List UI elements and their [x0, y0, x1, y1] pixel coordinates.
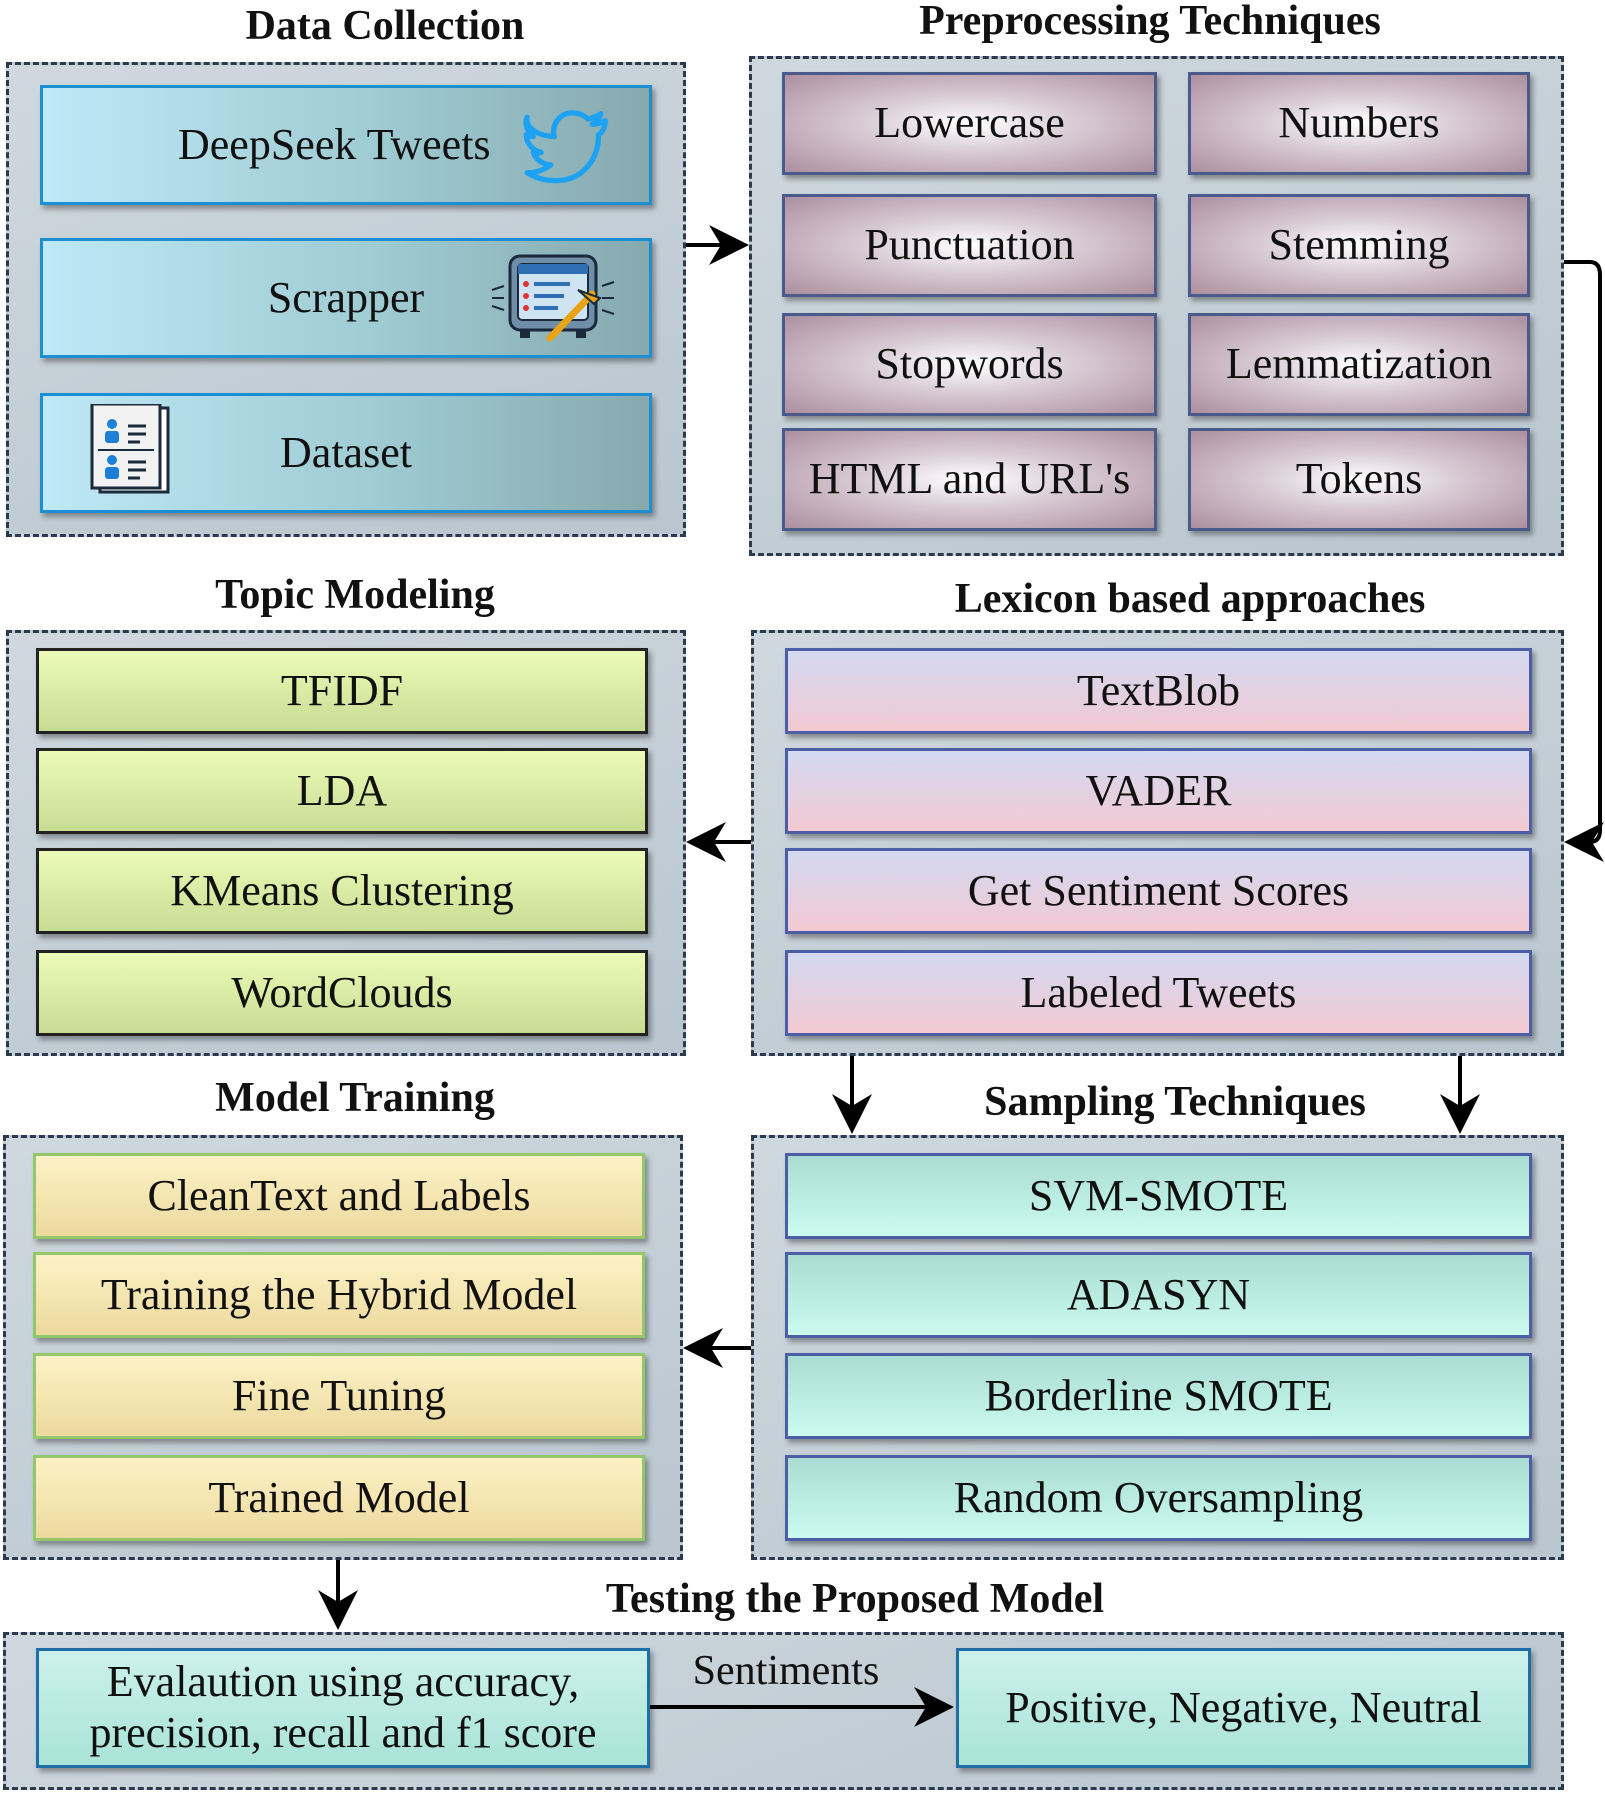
preprocessing-item-tokens: Tokens — [1188, 428, 1530, 531]
training-item-cleantext: CleanText and Labels — [33, 1153, 645, 1239]
preprocessing-item-numbers: Numbers — [1188, 72, 1530, 175]
preprocessing-item-lemmatization: Lemmatization — [1188, 313, 1530, 416]
lexicon-title: Lexicon based approaches — [954, 576, 1426, 622]
topic-item-tfidf: TFIDF — [36, 648, 648, 734]
preprocessing-item-punctuation: Punctuation — [782, 194, 1157, 297]
model-training-title: Model Training — [215, 1075, 495, 1121]
training-item-fine-tuning: Fine Tuning — [33, 1353, 645, 1439]
topic-modeling-title: Topic Modeling — [215, 572, 495, 618]
lexicon-item-sentiment-scores: Get Sentiment Scores — [785, 848, 1532, 934]
testing-title: Testing the Proposed Model — [605, 1576, 1105, 1622]
lexicon-item-vader: VADER — [785, 748, 1532, 834]
preprocessing-title: Preprocessing Techniques — [919, 0, 1381, 44]
topic-item-kmeans: KMeans Clustering — [36, 848, 648, 934]
preprocessing-item-lowercase: Lowercase — [782, 72, 1157, 175]
topic-item-wordclouds: WordClouds — [36, 950, 648, 1036]
training-item-hybrid-model: Training the Hybrid Model — [33, 1252, 645, 1338]
arrow-preprocessing-to-lexicon — [1564, 260, 1604, 862]
topic-item-lda: LDA — [36, 748, 648, 834]
sampling-item-svm-smote: SVM-SMOTE — [785, 1153, 1532, 1239]
sampling-item-random-oversampling: Random Oversampling — [785, 1455, 1532, 1541]
evaluation-box: Evalaution using accuracy, precision, re… — [36, 1648, 650, 1768]
preprocessing-item-html-urls: HTML and URL's — [782, 428, 1157, 531]
lexicon-item-labeled-tweets: Labeled Tweets — [785, 950, 1532, 1036]
dataset-document-icon — [88, 402, 174, 501]
dataset-label: Dataset — [280, 427, 412, 477]
training-item-trained-model: Trained Model — [33, 1455, 645, 1541]
scraper-machine-icon — [490, 250, 616, 347]
data-collection-title: Data Collection — [245, 3, 525, 49]
deepseek-tweets-label: DeepSeek Tweets — [178, 119, 491, 169]
lexicon-item-textblob: TextBlob — [785, 648, 1532, 734]
sampling-item-borderline-smote: Borderline SMOTE — [785, 1353, 1532, 1439]
sentiments-edge-label: Sentiments — [692, 1648, 880, 1694]
scrapper-label: Scrapper — [267, 272, 425, 322]
preprocessing-item-stemming: Stemming — [1188, 194, 1530, 297]
sampling-title: Sampling Techniques — [984, 1079, 1366, 1125]
sampling-item-adasyn: ADASYN — [785, 1252, 1532, 1338]
deepseek-tweets-box: DeepSeek Tweets — [40, 85, 652, 205]
preprocessing-item-stopwords: Stopwords — [782, 313, 1157, 416]
twitter-bird-icon — [522, 110, 614, 195]
sentiment-result-box: Positive, Negative, Neutral — [956, 1648, 1531, 1768]
